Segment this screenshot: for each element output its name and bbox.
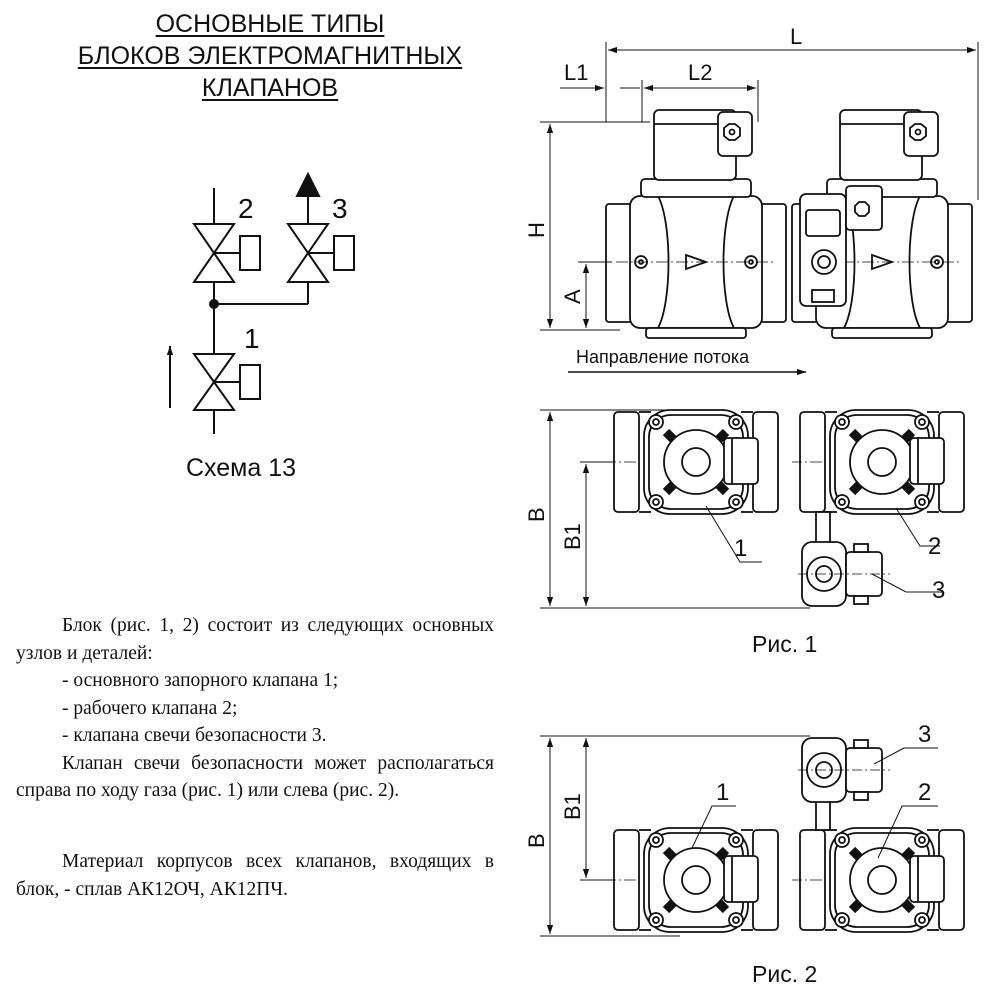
fig1-part-1: 1 xyxy=(734,535,747,562)
scheme-label-3: 3 xyxy=(332,193,348,224)
valve-symbol-3 xyxy=(286,223,355,283)
fig1-top-view xyxy=(606,410,964,607)
title-line-1: ОСНОВНЫЕ ТИПЫ xyxy=(155,10,385,38)
fig2-dim-B1: B1 xyxy=(560,793,585,820)
junction-dot xyxy=(209,299,219,309)
valve-symbol-1 xyxy=(192,353,261,411)
dim-H: H xyxy=(524,222,549,238)
fig1-part-3: 3 xyxy=(932,577,945,604)
title-line-2: БЛОКОВ ЭЛЕКТРОМАГНИТНЫХ xyxy=(77,42,463,70)
fig1-dimensions xyxy=(540,42,979,331)
fig1-dim-B: B xyxy=(524,507,549,522)
fig2-part-1: 1 xyxy=(716,779,729,806)
fig2-dimensions xyxy=(540,735,938,937)
description-block: Блок (рис. 1, 2) состоит из следующих ос… xyxy=(16,612,494,805)
fig1-top-dimensions xyxy=(540,409,942,609)
valve-symbol-2 xyxy=(192,223,261,283)
fig1-front-view xyxy=(605,109,973,339)
scheme-label-1: 1 xyxy=(244,323,260,354)
description-item-3: - клапана свечи безопасности 3. xyxy=(62,725,327,746)
material-block: Материал корпусов всех клапанов, входящи… xyxy=(16,848,494,903)
dim-L1: L1 xyxy=(564,60,588,85)
description-material: Материал корпусов всех клапанов, входящи… xyxy=(16,851,494,900)
scheme-label-2: 2 xyxy=(238,193,254,224)
dim-A: A xyxy=(560,289,585,304)
description-item-1: - основного запорного клапана 1; xyxy=(62,670,339,691)
description-item-2: - рабочего клапана 2; xyxy=(62,697,238,719)
fig2-top-view xyxy=(606,737,964,932)
flow-direction-label: Направление потока xyxy=(576,347,750,367)
outlet-arrow-icon xyxy=(295,171,321,197)
scheme-13 xyxy=(166,171,355,434)
description-placement: Клапан свечи безопасности может располаг… xyxy=(16,752,494,802)
fig2-dim-B: B xyxy=(524,833,549,848)
title-line-3: КЛАПАНОВ xyxy=(201,74,339,102)
page-title: ОСНОВНЫЕ ТИПЫ БЛОКОВ ЭЛЕКТРОМАГНИТНЫХ КЛ… xyxy=(20,8,520,104)
fig1-dim-B1: B1 xyxy=(560,523,585,550)
fig2-part-3: 3 xyxy=(918,721,931,748)
description-intro: Блок (рис. 1, 2) состоит из следующих ос… xyxy=(16,615,494,664)
fig1-caption: Рис. 1 xyxy=(752,631,817,657)
dim-L2: L2 xyxy=(688,60,712,85)
fig2-caption: Рис. 2 xyxy=(752,961,817,987)
fig2-part-2: 2 xyxy=(918,779,931,806)
fig1-part-2: 2 xyxy=(928,533,941,560)
scheme-caption: Схема 13 xyxy=(186,454,296,482)
dim-L: L xyxy=(790,24,802,49)
